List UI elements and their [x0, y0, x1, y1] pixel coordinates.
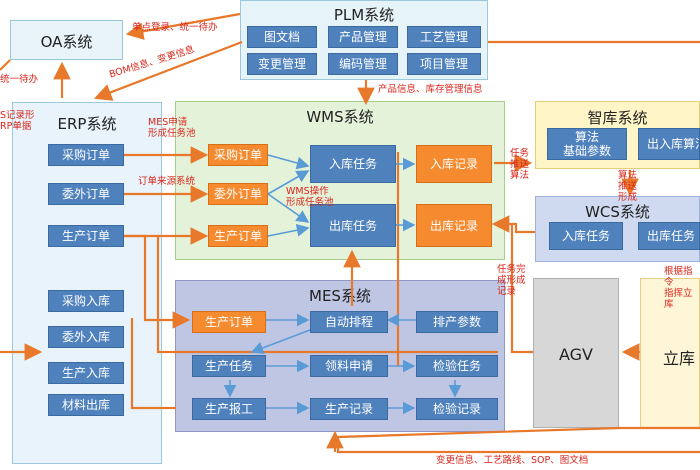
lk-system: 立库: [640, 278, 700, 428]
label-sso: 单点登录、统一待办: [132, 22, 218, 33]
mes-production-record: 生产记录: [310, 398, 388, 420]
wcs-inbound-task: 入库任务: [549, 222, 623, 250]
erp-item-purchase-in: 采购入库: [48, 290, 124, 312]
mes-schedule-params: 排产参数: [416, 311, 498, 333]
wms-inbound-record: 入库记录: [416, 145, 492, 183]
erp-title: ERP系统: [57, 115, 117, 133]
label-algo-push: 算法 推送 形成: [618, 170, 638, 203]
mes-production-task: 生产任务: [192, 355, 266, 377]
mes-material-request: 领料申请: [310, 355, 388, 377]
oa-system: OA系统: [10, 20, 123, 60]
erp-item-production-in: 生产入库: [48, 362, 124, 384]
label-order-src: 订单来源系统: [138, 176, 196, 187]
erp-item-outsource-order: 委外订单: [48, 183, 124, 205]
plm-title: PLM系统: [333, 6, 395, 24]
wms-inbound-task: 入库任务: [310, 145, 396, 183]
zk-title: 智库系统: [587, 109, 648, 127]
label-mes-req: MES申请 形成任务池: [148, 117, 196, 139]
agv-system: AGV: [533, 278, 619, 428]
label-change: 变更信息、工艺路线、SOP、图文档: [436, 455, 589, 466]
label-task-push: 任务 推送 算法: [510, 148, 530, 181]
plm-item-process: 工艺管理: [407, 26, 481, 48]
erp-item-production-order: 生产订单: [48, 225, 124, 247]
plm-item-change: 变更管理: [247, 53, 317, 75]
mes-inspection-record: 检验记录: [416, 398, 498, 420]
label-erp-doc: S记录形 RP单据: [0, 110, 35, 132]
label-wms-op: WMS操作 形成任务池: [286, 186, 334, 208]
oa-title: OA系统: [40, 33, 93, 51]
label-sso-left: 统一待办: [0, 74, 39, 85]
flow-oa-left: [0, 59, 11, 71]
erp-item-outsource-in: 委外入库: [48, 326, 124, 348]
label-product: 产品信息、库存管理信息: [378, 84, 483, 95]
agv-title: AGV: [558, 345, 593, 364]
zk-io-algorithm: 出入库算法: [638, 128, 700, 160]
wms-order-outsource: 委外订单: [208, 183, 268, 205]
erp-item-purchase-order: 采购订单: [48, 144, 124, 166]
plm-item-project: 项目管理: [407, 53, 481, 75]
wms-outbound-task: 出库任务: [310, 204, 396, 247]
wcs-outbound-task: 出库任务: [638, 222, 700, 250]
plm-item-drawings: 图文档: [247, 26, 317, 48]
mes-title: MES系统: [309, 287, 371, 305]
label-cmd: 根据指令 指挥立库: [664, 266, 693, 310]
wms-order-production: 生产订单: [208, 225, 268, 247]
lk-title: 立库: [663, 349, 696, 368]
mes-auto-scheduling: 自动排程: [310, 311, 388, 333]
erp-item-material-out: 材料出库: [48, 394, 124, 416]
plm-item-product: 产品管理: [328, 26, 398, 48]
label-task-done: 任务完 成形成 记录: [497, 264, 526, 297]
mes-production-order: 生产订单: [192, 311, 266, 333]
mes-production-report: 生产报工: [192, 398, 266, 420]
plm-item-coding: 编码管理: [328, 53, 398, 75]
mes-inspection-task: 检验任务: [416, 355, 498, 377]
zk-algo-params: 算法 基础参数: [547, 128, 627, 160]
wms-outbound-record: 出库记录: [416, 204, 492, 247]
wms-order-purchase: 采购订单: [208, 144, 268, 166]
wcs-title: WCS系统: [585, 203, 650, 221]
wms-title: WMS系统: [306, 108, 374, 126]
